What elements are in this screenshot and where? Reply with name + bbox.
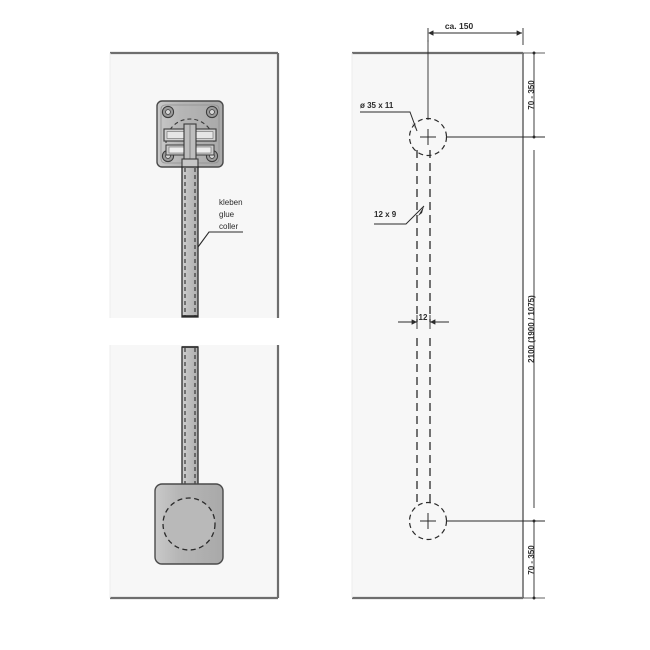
glue-note-line-3: coller (219, 222, 238, 231)
dim-label-bottom-offset: 70 - 350 (527, 545, 536, 575)
left-view-group: kleben glue coller (109, 51, 280, 600)
slot-centre-lines-upper (416, 150, 431, 322)
right-view-group: ca. 150 ø 35 x 11 12 x 9 12 (351, 21, 545, 600)
glue-note-leader (197, 231, 243, 248)
dim-label-slot-width: 12 (419, 313, 428, 322)
hole-spec-leader (360, 111, 418, 132)
slot-centre-lines-lower (416, 338, 431, 505)
dim-label-top-offset: 70 - 350 (527, 80, 536, 110)
right-panel (351, 51, 524, 600)
slot-spec-label: 12 x 9 (374, 210, 397, 219)
hole-spec-label: ø 35 x 11 (360, 101, 394, 110)
glue-strip-upper (181, 166, 199, 318)
dim-label-total-length: 2100 (1900 / 1075) (527, 295, 536, 363)
slot-spec-leader (374, 205, 425, 225)
base-plate-assembly (154, 483, 224, 565)
glue-note-line-2: glue (219, 210, 235, 219)
glue-strip-lower (181, 346, 199, 495)
dim-ca-150 (427, 28, 524, 45)
dim-slot-width (398, 315, 449, 329)
glue-note-line-1: kleben (219, 198, 243, 207)
hinge-assembly (156, 100, 224, 169)
dim-label-ca-150: ca. 150 (445, 21, 474, 31)
